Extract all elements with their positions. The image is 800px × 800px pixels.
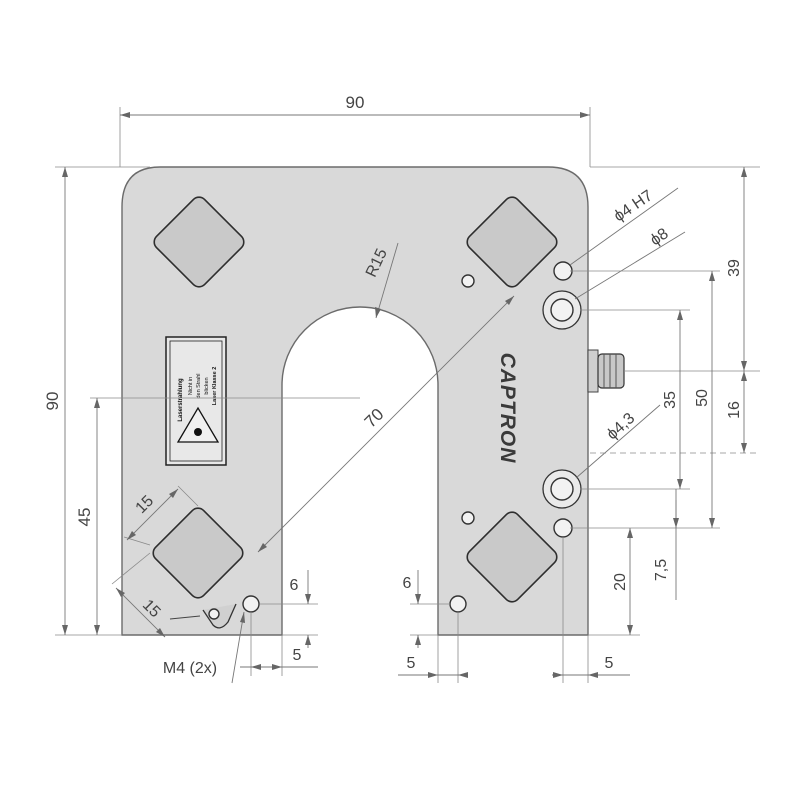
pad-tab-mark [169,615,201,620]
dim-left-height: 45 [75,508,94,527]
dimensions: 90 90 45 R15 70 15 15 [43,93,760,684]
dim-right-50: 50 [694,389,711,407]
dim-right-edge-offset-x: 5 [605,655,614,672]
label-line-3: blicken [204,377,210,394]
dim-right-20: 20 [612,573,629,591]
dim-left-hole-offset-x: 5 [293,647,302,664]
label-line-1: Nicht in [188,377,194,395]
sensor-body: Laserstrahlung Nicht in den Strahl blick… [121,166,625,636]
hole-4h7-bottom [553,518,573,538]
pad-top-right [466,196,558,288]
dim-right-35: 35 [662,391,679,409]
laser-burst-icon [194,428,202,436]
brand-logo: CAPTRON [496,353,519,464]
dim-right-hole-offset-x: 5 [407,655,416,672]
dim-diagonal: 70 [361,405,388,432]
dim-left-hole-offset-y: 6 [290,577,299,594]
label-line-2: den Strahl [196,373,202,398]
dim-right-16: 16 [726,401,743,419]
pad-tab-hole-icon [208,608,220,620]
label-line-4: Laser Klasse 2 [212,367,218,406]
dim-overall-height: 90 [43,392,62,411]
mount-hole-right [449,595,467,613]
dot-bottom [461,511,475,525]
dim-overall-width: 90 [346,93,365,112]
label-hole-large: ϕ8 [647,225,671,249]
dim-mount-hole: M4 (2x) [163,660,217,677]
hole-4h7-top [553,261,573,281]
dim-right-hole-offset-y: 6 [403,575,412,592]
pad-bottom-right [466,511,558,603]
dot-top [461,274,475,288]
connector-icon [587,349,625,393]
laser-warning-label: Laserstrahlung Nicht in den Strahl blick… [165,336,227,466]
dim-right-39: 39 [726,259,743,277]
label-line-0: Laserstrahlung [178,378,184,422]
hole-8-inner [550,298,574,322]
dim-right-7-5: 7,5 [653,559,670,581]
pad-bottom-left [152,507,244,599]
hole-4-3-inner [550,477,574,501]
mount-hole-left [242,595,260,613]
pad-top-left [153,196,245,288]
laser-hazard-icon [176,406,220,443]
